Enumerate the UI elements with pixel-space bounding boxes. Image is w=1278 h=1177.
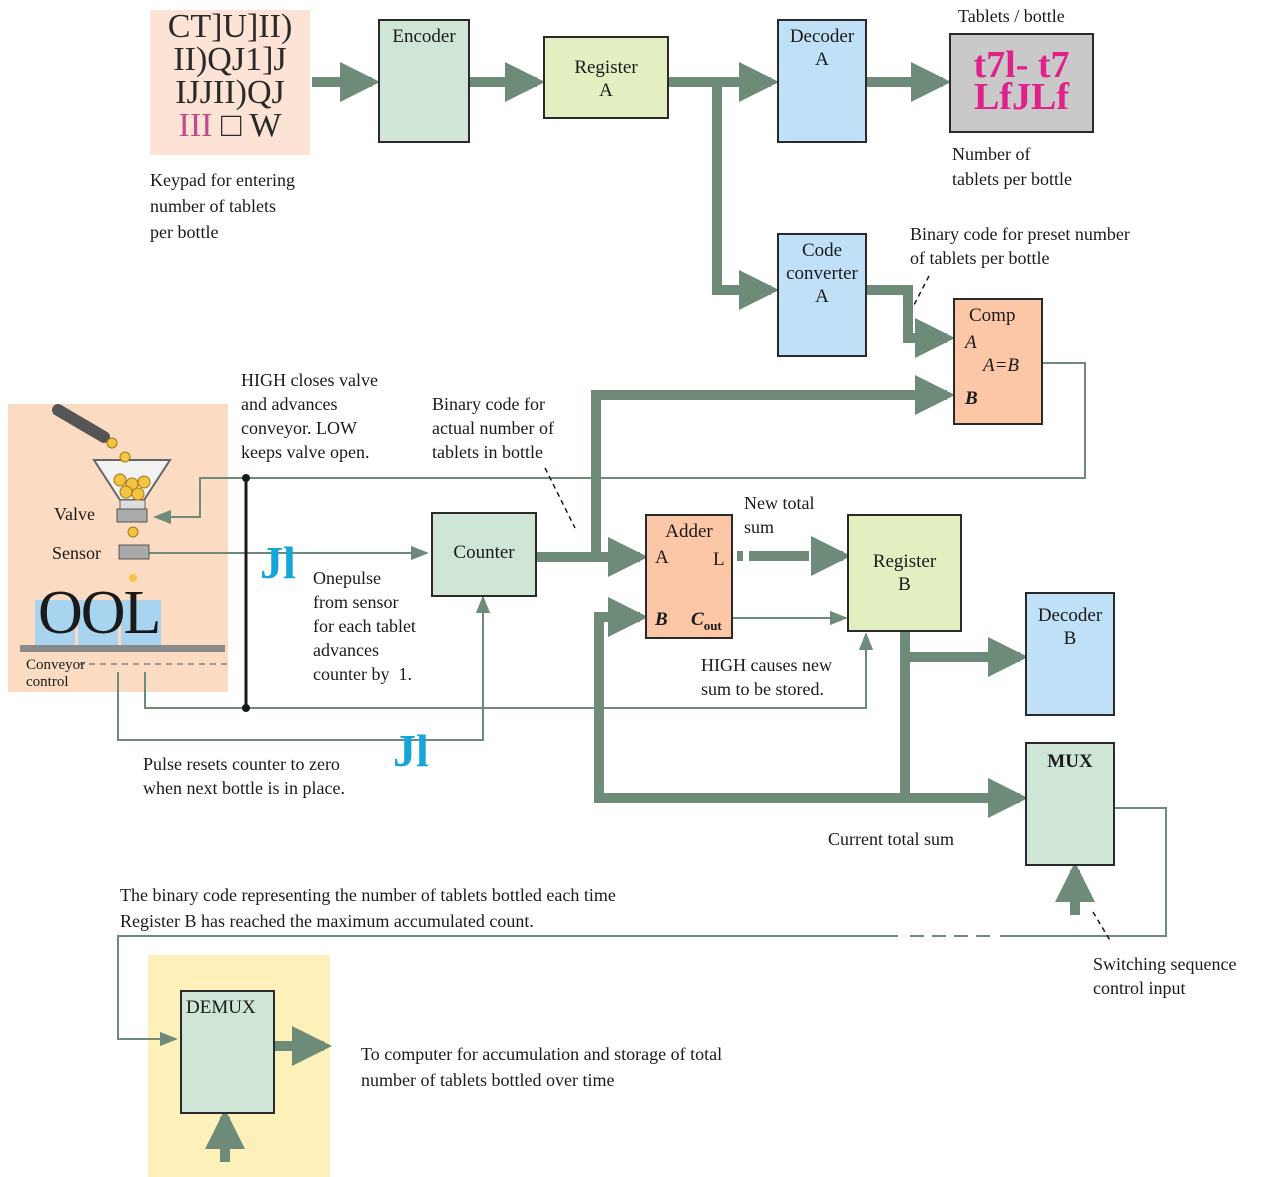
keypad[interactable]: CT]U]II) II)QJ1]J IJJII)QJ III □ W (150, 10, 310, 155)
adder-cout-label: C (691, 609, 704, 630)
sensor-label: Sensor (52, 543, 101, 563)
binary-actual-note: Binary code for actual number of tablets… (432, 394, 554, 462)
bus-register-a-code-converter (712, 82, 779, 310)
reset-pulse-icon: Jl (393, 725, 429, 776)
decoder-b-block: Decoder B (1025, 592, 1115, 716)
keypad-tile (150, 10, 310, 155)
pulse-resets-note: Pulse resets counter to zero when next b… (143, 754, 345, 798)
keypad-key-enter[interactable]: W (249, 107, 282, 144)
encoder-block: Encoder (378, 19, 470, 143)
mux-block: MUX (1025, 742, 1115, 866)
register-a-block: Register A (543, 36, 669, 119)
adder-carry-out: Cout (691, 608, 722, 637)
adder-output-sum: L (713, 549, 725, 570)
high-causes-note: HIGH causes new sum to be stored. (701, 655, 832, 699)
bus-code-converter-comp (867, 285, 955, 358)
current-total-note: Current total sum (828, 829, 954, 849)
counter-block: Counter (431, 512, 537, 597)
new-total-note: New total sum (744, 493, 815, 537)
display-digits-line-1: t7l- t7 (973, 44, 1070, 86)
keypad-key-clear[interactable]: III (178, 107, 213, 144)
comp-title: Comp (969, 305, 1016, 326)
comp-output-eq: A=B (983, 355, 1020, 376)
wire-comp-valve (153, 362, 1086, 525)
keypad-caption: Keypad for entering number of tablets pe… (150, 170, 295, 242)
to-computer-note: To computer for accumulation and storage… (361, 1044, 723, 1090)
comp-input-b: B (965, 388, 978, 409)
keypad-key-square[interactable]: □ (220, 107, 242, 144)
adder-cout-sub: out (703, 617, 722, 633)
binary-preset-note: Binary code for preset number of tablets… (910, 224, 1130, 268)
high-closes-note: HIGH closes valve and advances conveyor.… (241, 370, 378, 462)
machine-drawing (20, 404, 228, 665)
display-digits-line-2: LfJLf (974, 76, 1069, 118)
adder-input-a: A (655, 547, 669, 568)
keypad-row-4: III □ W (150, 107, 310, 144)
valve-label: Valve (54, 504, 95, 524)
bus-register-b-feedback (594, 597, 910, 803)
tablets-display: t7l- t7 LfJLf (949, 33, 1094, 133)
wire-conveyor-reset (117, 595, 491, 741)
adder-block: Adder A L B Cout (645, 514, 733, 639)
adder-title: Adder (665, 521, 713, 542)
adder-input-b: B (655, 609, 668, 630)
wire-store-register-b (144, 632, 874, 709)
keypad-row-2: II)QJ1]J (173, 41, 287, 78)
decoder-a-block: Decoder A (777, 19, 867, 143)
bottles: OOL (38, 579, 161, 647)
display-caption: Number of tablets per bottle (952, 144, 1072, 189)
code-converter-block: Code converter A (777, 233, 867, 357)
binary-bottled-note: The binary code representing the number … (120, 885, 616, 931)
sensor-pulse-icon: Jl (260, 537, 296, 588)
onepulse-note: Onepulse from sensor for each tablet adv… (313, 568, 416, 684)
comp-input-a: A (965, 332, 977, 353)
register-b-block: Register B (847, 514, 962, 632)
conveyor-control-label: Conveyor control (26, 657, 86, 690)
wire-mux-demux (1000, 807, 1167, 937)
keypad-row-3: IJJII)QJ (175, 74, 285, 111)
switching-note: Switching sequence control input (1093, 954, 1237, 998)
comparator-block: Comp A A=B B (953, 298, 1043, 425)
keypad-row-1: CT]U]II) (167, 8, 293, 45)
demux-block: DEMUX (180, 990, 275, 1114)
display-header: Tablets / bottle (958, 6, 1065, 26)
